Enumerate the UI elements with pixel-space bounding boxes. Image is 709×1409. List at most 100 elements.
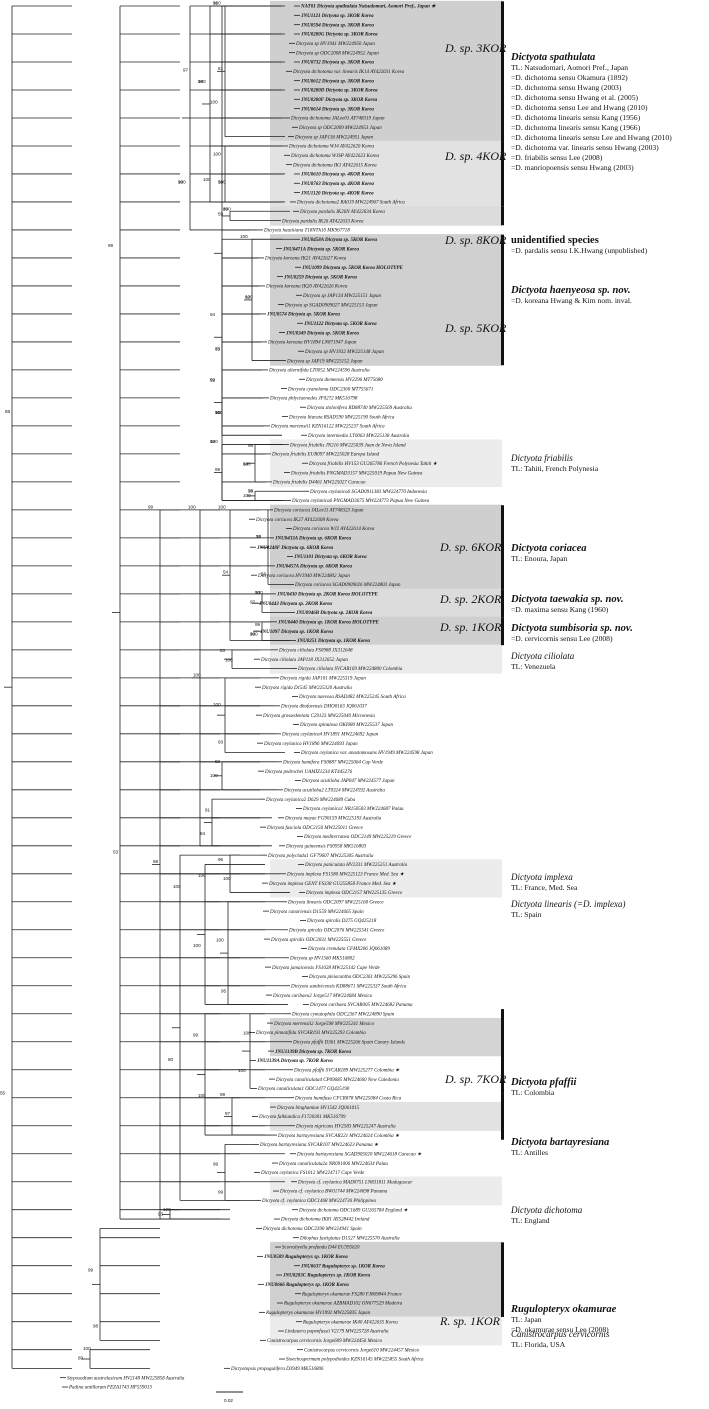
- tip-label: JNU0732 Dictyota sp. 3KOR Korea: [300, 61, 374, 66]
- bootstrap-value: 100: [216, 937, 224, 942]
- tip-label: Dictyota pardalis IK26N AY422634 Korea: [299, 210, 385, 215]
- bootstrap-value: 100: [198, 1093, 206, 1098]
- tip-label: Dictyota binghamiae HV1542 JQ061015: [276, 1106, 360, 1111]
- clade-band-bar: [270, 1101, 502, 1131]
- tip-label: Dictyota sp JAP136 MW224951 Japan: [294, 135, 374, 140]
- tip-label: Dictyota dichotoma var. linearis IK14 AY…: [292, 70, 405, 75]
- tip-label: Dictyota hauckiana T18NTh10 MK967718: [263, 229, 350, 234]
- bootstrap-value: 80: [168, 1057, 174, 1062]
- tip-label: Dictyota dichotoma IK1 AY422615 Korea: [292, 163, 377, 168]
- tip-label: Dictyota paniculata HV2331 MW225251 Aust…: [304, 863, 408, 868]
- tip-label: Dictyota humifusa CFCR878 MW225084 Costa…: [294, 1096, 402, 1101]
- tip-label: Canistrocarpus cervicornis Jorge610 MW22…: [304, 1348, 420, 1353]
- clade-band-cil: [270, 644, 502, 674]
- bootstrap-value: 100: [173, 884, 181, 889]
- annotation-line: =D. dichotoma var. linearis sensu Hwang …: [511, 143, 659, 152]
- annotation-line: TL: Natsudomari, Aomori Pref., Japan: [511, 63, 628, 72]
- tip-label: Dictyota cyanoloma ODC2360 MT755671: [287, 387, 373, 392]
- bootstrap-value: 98: [153, 859, 159, 864]
- tip-label: Dictyota coriacea JALee11 AY748323 Japan: [273, 509, 364, 514]
- bootstrap-value: 100: [210, 99, 218, 104]
- tip-label: JNU1139A Dictyota sp. 7KOR Korea: [256, 1059, 333, 1064]
- tip-label: Dictyota caribaea2 Jorge517 MW224684 Mex…: [272, 994, 373, 999]
- bootstrap-value: 100: [225, 657, 233, 662]
- tip-label: Rugulopteryx okamurae IK40 AY422635 Kore…: [302, 1320, 398, 1325]
- tip-label: Dictyota ciliolata SVCAR169 MW224800 Col…: [297, 667, 403, 672]
- clade-band-imp: [270, 859, 502, 898]
- tip-label: Dictyota coriacea SGAD0909026 MW224803 J…: [294, 583, 401, 588]
- bootstrap-value: 100: [243, 1031, 251, 1036]
- tip-label: Dictyota coriacea WJ2 AY422614 Korea: [292, 527, 375, 532]
- tip-label: JNU0280F Dictyota sp. 3KOR Korea: [300, 98, 378, 103]
- clade-bars: [501, 1, 504, 1318]
- tip-label: Dictyota mediterranea ODC2149 MW225219 G…: [303, 835, 412, 840]
- bootstrap-value: 100: [83, 1346, 91, 1351]
- tip-label: Dictyota rigida JAP101 MW225319 Japan: [279, 677, 366, 682]
- scale-bar: 0.02: [216, 1391, 243, 1403]
- annotation-line: TL: England: [511, 1216, 550, 1225]
- tip-label: Dictyota dhofarensis DHO0163 JQ061037: [280, 705, 367, 710]
- bootstrap-value: 95: [248, 443, 254, 448]
- annotation-line: =D. okamurae sensu Lee (2008): [511, 1325, 609, 1334]
- clade-band-2KOR: [270, 588, 502, 618]
- annotation-title-friabilis: Dictyota friabilis: [510, 453, 573, 463]
- bootstrap-value: 78: [248, 489, 254, 494]
- bootstrap-value: 95: [221, 989, 227, 994]
- bootstrap-value: 99: [255, 622, 261, 627]
- bootstrap-value: 84: [243, 461, 249, 466]
- tip-label: Dictyota dichotoma2 RA019 MW224967 South…: [296, 201, 405, 206]
- tip-label: Dictyota koreana IK20 AY422626 Korea: [265, 285, 348, 290]
- annotation-line: =D. koreana Hwang & Kim nom. inval.: [511, 296, 632, 305]
- tip-label: JNU0440 Dictyota sp. 1KOR Korea HOLOTYPE: [277, 621, 379, 626]
- annotation-line: TL: Spain: [511, 910, 542, 919]
- bootstrap-value: 100: [223, 876, 231, 881]
- annotation-line: =D. friabilis sensu Lee (2008): [511, 153, 603, 162]
- tip-label: JNU0349 Dictyota sp. 5KOR Korea: [285, 331, 359, 336]
- bootstrap-value: 100: [240, 234, 248, 239]
- bootstrap-value: 72: [256, 534, 262, 539]
- tip-label: Dictyota hamifera FS0887 MW225064 Cap Ve…: [282, 761, 384, 766]
- tip-label: Dictyota mertensii1 KZN16122 MW225237 So…: [270, 425, 385, 430]
- clade-bar: [501, 589, 504, 618]
- tip-label: Dictyota pedrochei UAMIZ1234 KT445276: [264, 770, 353, 775]
- clade-bar: [501, 234, 504, 366]
- tip-label: JNU1122 Dictyota sp. 5KOR Korea: [303, 322, 377, 327]
- bootstrap-value: 98: [93, 1324, 99, 1329]
- bootstrap-labels: 9110098100991009210084981007372939954839…: [0, 1, 267, 1361]
- bootstrap-value: 91: [215, 410, 221, 415]
- tip-label: JNU0594 Dictyota sp. 3KOR Korea: [300, 23, 374, 28]
- clade-bar: [501, 1242, 504, 1318]
- tip-label: JNU1120 Dictyota sp. 4KOR Korea: [300, 191, 374, 196]
- bootstrap-value: 59: [218, 211, 224, 216]
- tip-label: Dictyota ceylanica HV1896 MW224693 Japan: [263, 742, 358, 747]
- bootstrap-value: 93: [158, 1212, 164, 1217]
- tip-label: Padina antillarum FEZA1743 HF559013: [68, 1386, 152, 1391]
- tip-label: JNU0612 Dictyota sp. 3KOR Korea: [300, 79, 374, 84]
- clade-band-8KOR: [270, 206, 502, 226]
- tip-label: Dictyota bartayresiana SVCAR107 MW224623…: [259, 1142, 379, 1148]
- tip-label: Dictyota grossedentata C29123 MW225040 M…: [262, 714, 375, 719]
- annotation-title-haenyeosa: Dictyota haenyeosa sp. nov.: [510, 285, 630, 296]
- bootstrap-value: 99: [220, 1092, 226, 1097]
- bootstrap-value: 99: [218, 1189, 224, 1194]
- tip-label: Dictyota friabilis EUR097 MW225028 Europ…: [271, 453, 380, 458]
- clade-label-8KOR: D. sp. 8KOR: [444, 233, 507, 247]
- bootstrap-value: 99: [178, 180, 184, 185]
- tip-label: JNU0433A Dictyota sp. 6KOR Korea: [274, 537, 351, 542]
- tip-label: Dictyota pinnatifida SVCAR193 MW225293 C…: [255, 1031, 366, 1036]
- tip-label: Dictyota spiralis ODC2031 MW225551 Greec…: [270, 938, 367, 943]
- tip-label: Dictyota polyclada1 GF79607 MW225305 Aus…: [267, 854, 374, 859]
- tip-label: Dictyota pfaffii D361 MW225266 Spain Can…: [292, 1040, 405, 1045]
- annotation-line: =D. manriopoensis sensu Hwang (2003): [511, 163, 634, 172]
- tip-label: JNU0614 Dictyota sp. 3KOR Korea: [300, 107, 374, 112]
- tip-label: Dictyota implexa FS1580 MW225123 France …: [286, 871, 404, 877]
- annotation-line: TL: Tahiti, French Polynesia: [511, 464, 599, 473]
- bootstrap-value: 93: [255, 590, 261, 595]
- tip-label: Dictyota spiralis D275 GQ425218: [306, 919, 377, 924]
- clade-band-dic: [270, 1176, 502, 1206]
- tip-label: Dictyota ceylanica FS1012 MW224717 Cape …: [260, 1171, 365, 1176]
- tip-label: Dictyota ciliolata JAP118 JX312652 Japan: [260, 658, 348, 663]
- clade-band-6KOR: [270, 504, 502, 590]
- annotation-title-taewakia: Dictyota taewakia sp. nov.: [510, 594, 623, 605]
